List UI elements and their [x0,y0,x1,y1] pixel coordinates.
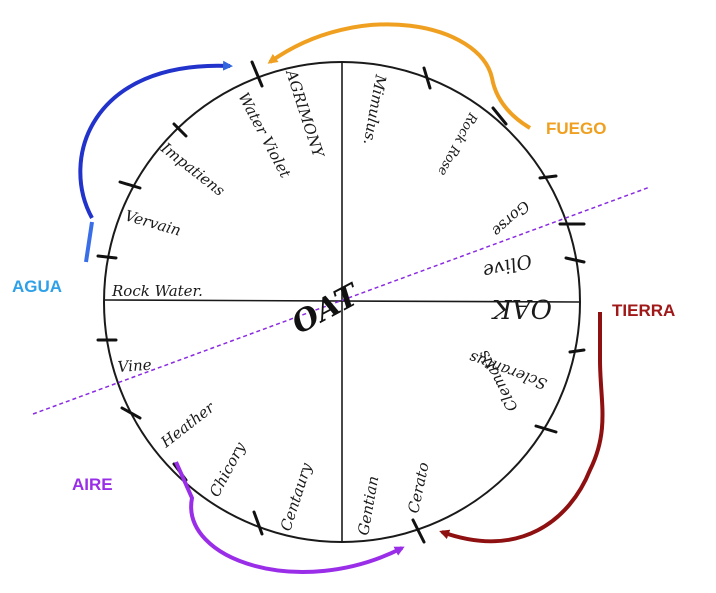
remedy-vervain: Vervain [123,207,183,240]
tick-4 [538,174,558,180]
remedy-oak: OAK [491,293,552,323]
fuego-arrow [267,22,532,130]
tick-12 [120,406,142,420]
tick-10 [252,510,264,536]
tick-6 [564,256,586,264]
remedy-gorse: Gorse [488,197,533,240]
agua-arrow [78,60,233,219]
remedy-centaury: Centaury [277,460,316,533]
remedy-rock-rose: Rock Rose [434,109,480,178]
tick-8 [534,424,558,434]
remedy-rock-water: Rock Water. [111,282,203,300]
center-label-oat: OAT [286,276,367,341]
tick-1 [250,60,264,88]
remedy-mimulus: Mimulus. [360,72,390,146]
agua-connector [84,221,94,263]
aire-arrow [174,461,405,574]
tick-15 [118,180,142,190]
remedy-impatiens: Impatiens [157,138,229,200]
diagonal-dashed-line [32,186,651,415]
remedy-water-violet: Water Violet [234,89,294,181]
tick-3 [491,106,508,126]
tick-9 [411,518,426,544]
remedy-cerato: Cerato [404,461,432,515]
tick-14 [96,254,118,260]
remedy-vine: Vine [117,356,152,376]
remedy-chicory: Chicory [206,439,250,500]
label-fuego: FUEGO [546,119,606,138]
tierra-arrow [439,312,605,544]
remedy-gentian: Gentian [354,475,382,537]
tick-7 [568,348,586,354]
label-tierra: TIERRA [612,301,675,320]
remedy-heather: Heather [157,398,219,452]
remedy-agrimony: AGRIMONY [282,66,328,162]
tick-2 [422,66,432,90]
remedy-olive: Olive [481,249,535,282]
tick-16 [172,122,188,138]
label-agua: AGUA [12,277,62,296]
label-aire: AIRE [72,475,113,494]
